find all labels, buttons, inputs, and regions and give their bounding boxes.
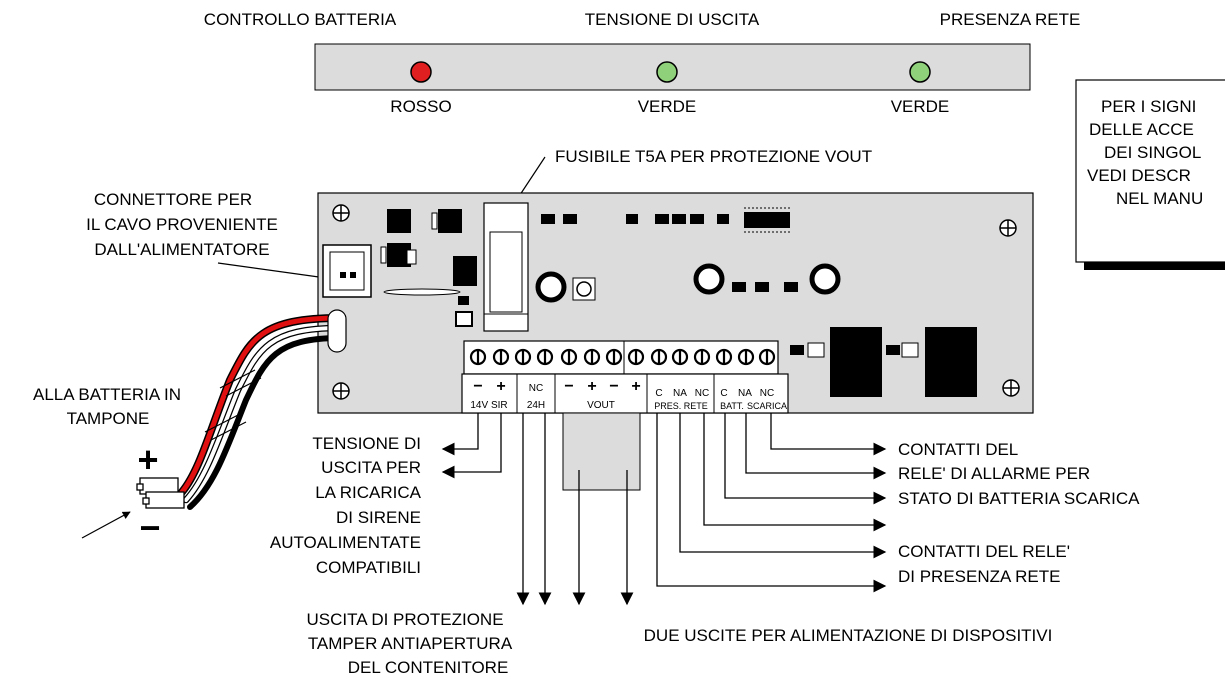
batt-relay-desc-line: CONTATTI DEL: [898, 440, 1018, 459]
terminal-screw-icon: [650, 348, 668, 366]
note-line: VEDI DESCR: [1087, 166, 1191, 185]
batt-relay-desc-line: STATO DI BATTERIA SCARICA: [898, 489, 1140, 508]
battery-label-line: TAMPONE: [67, 409, 150, 428]
led-green-mains: [909, 61, 931, 83]
note-line: PER I SIGNI: [1101, 97, 1196, 116]
vout-sign: −: [564, 378, 573, 395]
pcb-components: [380, 202, 977, 397]
vout-sign: −: [609, 378, 618, 395]
mains-relay-desc-line: DI PRESENZA RETE: [898, 567, 1060, 586]
label-output-voltage: TENSIONE DI USCITA: [585, 10, 760, 29]
batt-nc-label: NC: [760, 388, 774, 399]
tamper-terminal-label: 24H: [527, 400, 545, 411]
tamper-nc-label: NC: [529, 383, 543, 394]
batt-c-label: C: [720, 388, 727, 399]
note-line: NEL MANU: [1116, 189, 1203, 208]
terminal-label-strip: [461, 373, 789, 414]
battery-plus-sign: +: [137, 439, 158, 480]
note-box: PER I SIGNI DELLE ACCE DEI SINGOL VEDI D…: [1075, 79, 1225, 270]
terminal-screw-icon: [514, 348, 532, 366]
label-mains-present: PRESENZA RETE: [940, 10, 1081, 29]
cable-break-marks: [204, 369, 262, 441]
mounting-hole-icon: [1002, 379, 1020, 397]
led-color-label: ROSSO: [390, 97, 451, 116]
input-connector: [322, 244, 372, 298]
connector-label-line: IL CAVO PROVENIENTE: [86, 215, 278, 234]
connector-pointer: [217, 262, 327, 281]
relay-contact-leads: [656, 413, 887, 593]
siren-desc-line: DI SIRENE: [336, 508, 421, 527]
siren-terminal-label: 14V SIR: [470, 400, 507, 411]
led-green-output: [656, 61, 678, 83]
mounting-hole-icon: [332, 382, 350, 400]
led-color-label: VERDE: [638, 97, 697, 116]
batt-na-label: NA: [738, 388, 752, 399]
led-color-label: VERDE: [891, 97, 950, 116]
terminal-screw-icon: [758, 348, 776, 366]
mounting-hole-icon: [999, 219, 1017, 237]
batt-terminal-label: BATT.: [720, 401, 744, 411]
battery-minus-sign: −: [139, 507, 160, 548]
vout-sign: +: [631, 378, 640, 395]
terminal-screw-icon: [627, 348, 645, 366]
siren-desc-line: AUTOALIMENTATE: [270, 533, 421, 552]
terminal-screw-icon: [605, 348, 623, 366]
connector-label-line: CONNETTORE PER: [94, 190, 252, 209]
battery-clip-pointer: [81, 511, 131, 539]
scarica-terminal-label: SCARICA: [747, 401, 787, 411]
label-battery-check: CONTROLLO BATTERIA: [204, 10, 397, 29]
mains-na-label: NA: [673, 388, 687, 399]
tamper-desc-line: TAMPER ANTIAPERTURA: [308, 634, 513, 653]
siren-desc-line: USCITA PER: [321, 458, 421, 477]
mains-relay-desc-line: CONTATTI DEL RELE': [898, 542, 1070, 561]
tamper-desc-line: USCITA DI PROTEZIONE: [306, 610, 503, 629]
siren-minus-sign: −: [473, 378, 482, 395]
terminal-screw-icon: [715, 348, 733, 366]
terminal-screw-icon: [560, 348, 578, 366]
vout-desc: DUE USCITE PER ALIMENTAZIONE DI DISPOSIT…: [644, 626, 1053, 645]
battery-clip-icon: [136, 477, 185, 509]
tamper-desc-line: DEL CONTENITORE: [348, 658, 509, 677]
siren-desc-line: TENSIONE DI: [312, 434, 421, 453]
siren-output-leads: [441, 413, 502, 479]
battery-label-line: ALLA BATTERIA IN: [33, 385, 181, 404]
cable-exit: [562, 412, 641, 491]
terminal-screw-icon: [737, 348, 755, 366]
note-line: DELLE ACCE: [1089, 120, 1194, 139]
vout-sign: +: [587, 378, 596, 395]
mounting-hole-icon: [332, 204, 350, 222]
fuse-label: FUSIBILE T5A PER PROTEZIONE VOUT: [555, 147, 872, 166]
siren-plus-sign: +: [496, 378, 505, 395]
connector-label-line: DALL'ALIMENTATORE: [94, 240, 269, 259]
tamper-and-vout-leads: [516, 413, 634, 606]
terminal-block: [463, 340, 779, 375]
mains-c-label: C: [655, 388, 662, 399]
battery-cables: [178, 314, 344, 510]
mains-terminal-label: PRES. RETE: [654, 401, 708, 411]
led-red: [410, 61, 432, 83]
terminal-screw-icon: [536, 348, 554, 366]
siren-desc-line: COMPATIBILI: [316, 558, 421, 577]
mains-nc-label: NC: [695, 388, 709, 399]
terminal-screw-icon: [469, 348, 487, 366]
terminal-screw-icon: [693, 348, 711, 366]
vout-terminal-label: VOUT: [587, 400, 615, 411]
terminal-screw-icon: [671, 348, 689, 366]
cable-clamp: [327, 309, 347, 353]
note-line: DEI SINGOL: [1104, 143, 1201, 162]
terminal-screw-icon: [492, 348, 510, 366]
siren-desc-line: LA RICARICA: [315, 483, 421, 502]
terminal-screw-icon: [583, 348, 601, 366]
batt-relay-desc-line: RELE' DI ALLARME PER: [898, 464, 1090, 483]
